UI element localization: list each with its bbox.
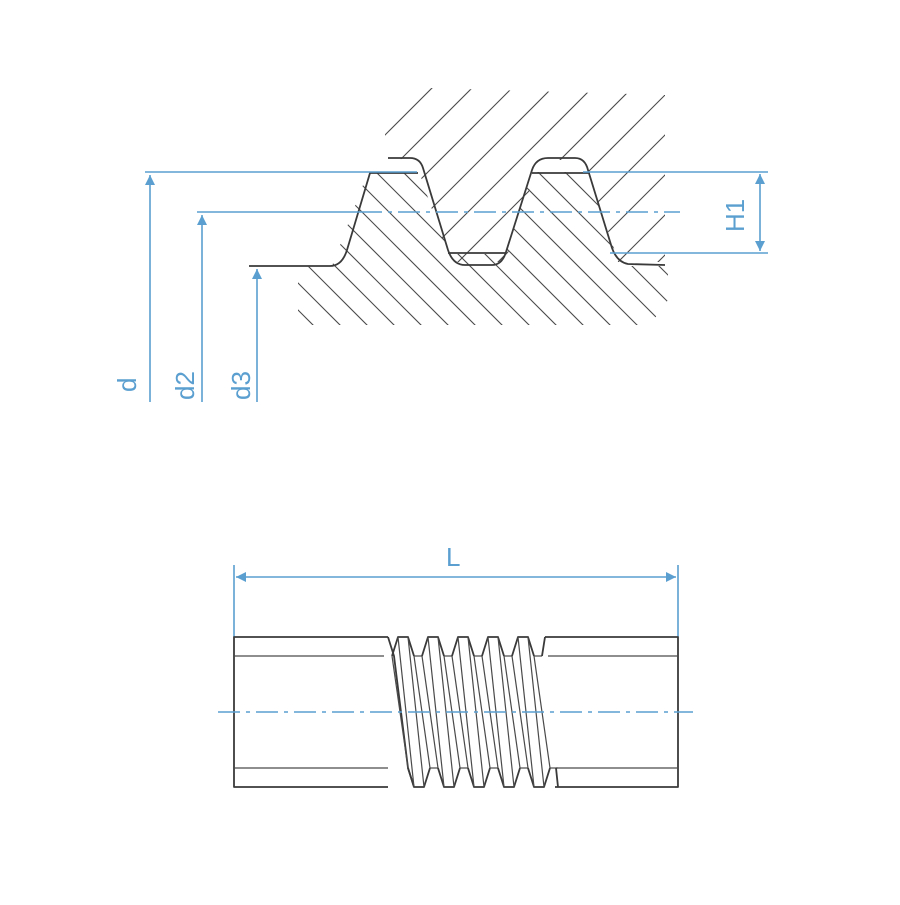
hatch-line	[732, 150, 900, 330]
hatch-line	[488, 172, 668, 325]
hatch-line	[459, 88, 665, 262]
hatch-line	[0, 150, 156, 330]
nut-profile-outline	[388, 157, 666, 266]
thread-end-flank	[541, 636, 559, 788]
hatch-line	[298, 172, 346, 325]
hatch-line	[542, 172, 668, 325]
label-d2: d2	[170, 371, 200, 400]
hatch-line	[385, 88, 441, 262]
hatch-line	[596, 172, 668, 325]
hatch-line	[380, 172, 562, 325]
hatch-line	[353, 172, 535, 325]
hatch-line	[419, 88, 665, 262]
hatch-line	[60, 80, 360, 380]
hatch-line	[84, 150, 264, 330]
hatch-line	[298, 172, 427, 325]
screw-hatching	[0, 150, 900, 330]
hatch-line	[515, 172, 668, 325]
hatch-line	[385, 88, 521, 262]
hatch-line	[3, 150, 183, 330]
profile-dimensions: d d2 d3 H1	[112, 171, 768, 402]
hatch-line	[705, 150, 885, 330]
hatch-line	[57, 150, 237, 330]
screw-profile-outline	[249, 172, 590, 267]
hatch-line	[434, 172, 616, 325]
thread-profile-section	[0, 80, 900, 380]
hatch-line	[407, 172, 589, 325]
label-l: L	[446, 542, 460, 572]
hatch-line	[298, 172, 400, 325]
label-h1: H1	[720, 199, 750, 232]
hatch-line	[30, 150, 210, 330]
hatch-line	[461, 172, 643, 325]
hatch-line	[813, 150, 900, 330]
hatch-line	[385, 88, 401, 262]
hatch-line	[499, 88, 665, 262]
hatch-line	[740, 80, 900, 380]
hatch-line	[678, 150, 858, 330]
nut-hatching	[60, 80, 900, 380]
label-d: d	[112, 378, 142, 392]
hatch-line	[623, 172, 668, 325]
hatch-line	[385, 88, 601, 262]
hatch-line	[786, 150, 900, 330]
hatch-line	[298, 172, 319, 325]
hatch-line	[385, 88, 641, 262]
label-d3: d3	[226, 371, 256, 400]
hatch-line	[650, 172, 668, 325]
hatch-line	[569, 172, 668, 325]
hatch-line	[385, 88, 481, 262]
hatch-line	[659, 88, 665, 262]
hatch-line	[299, 172, 481, 325]
hatch-line	[385, 88, 665, 262]
screw-side-view: L	[218, 542, 693, 788]
hatch-line	[759, 150, 900, 330]
hatch-line	[539, 88, 665, 262]
hatch-line	[298, 172, 373, 325]
hatch-line	[111, 150, 291, 330]
